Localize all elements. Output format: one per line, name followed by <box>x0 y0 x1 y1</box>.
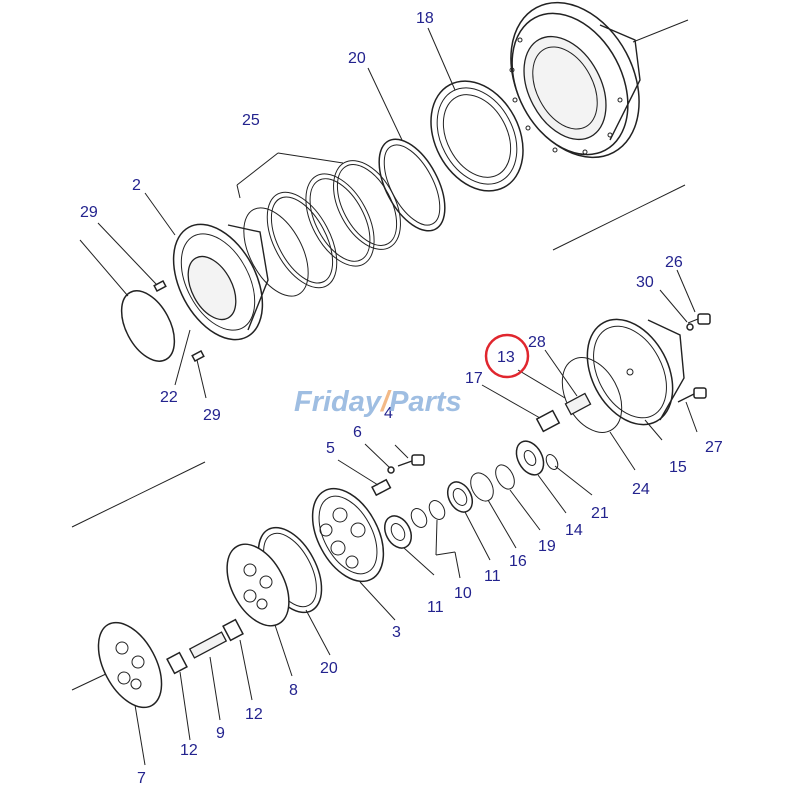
cover-part-15 <box>586 318 685 426</box>
frame-line-bottom <box>71 672 109 691</box>
label-16: 16 <box>509 553 527 570</box>
bolt-part-27 <box>677 387 707 403</box>
watermark-text: Friday/Parts <box>294 386 462 418</box>
washer-part-30 <box>686 323 694 331</box>
label-9: 9 <box>216 725 225 742</box>
label-17: 17 <box>465 370 483 387</box>
label-29-bottom: 29 <box>203 407 221 424</box>
bolt-part-4 <box>397 454 425 467</box>
label-30: 30 <box>636 274 654 291</box>
label-11-right: 11 <box>484 568 501 585</box>
label-10: 10 <box>454 585 472 602</box>
o-ring-part-left <box>120 290 176 362</box>
watermark: Friday/Parts <box>294 386 462 418</box>
label-28: 28 <box>528 334 546 351</box>
label-20-bottom: 20 <box>320 660 338 677</box>
frame-line-top <box>632 19 689 43</box>
needle-bearing-part-12-lower <box>166 651 188 675</box>
carrier-part-2 <box>172 223 269 341</box>
label-5: 5 <box>326 440 335 457</box>
shaft-part-9 <box>188 631 228 659</box>
planet-gear-part-8 <box>226 543 290 627</box>
sun-gear-part-13 <box>535 392 592 433</box>
ring-gear-part-18 <box>430 80 524 192</box>
gear-part-14 <box>515 440 545 476</box>
label-14: 14 <box>565 522 583 539</box>
washer-part-6 <box>387 466 395 474</box>
label-13: 13 <box>497 349 515 366</box>
bearing-part-11-left <box>383 515 413 549</box>
label-26: 26 <box>665 254 683 271</box>
housing-part <box>509 1 641 159</box>
label-12-left: 12 <box>180 742 198 759</box>
label-29-top: 29 <box>80 204 98 221</box>
seal-set-part-25 <box>243 160 401 297</box>
ring-part-21 <box>545 454 559 470</box>
label-8: 8 <box>289 682 298 699</box>
label-20-top: 20 <box>348 50 366 67</box>
label-25: 25 <box>242 112 260 129</box>
label-6: 6 <box>353 424 362 441</box>
bolt-part-26 <box>687 313 711 325</box>
washer-part-10b <box>410 508 428 528</box>
label-2: 2 <box>132 177 141 194</box>
label-21: 21 <box>591 505 609 522</box>
label-4: 4 <box>384 405 393 422</box>
leader-lines <box>79 27 698 766</box>
frame-line-left <box>71 461 206 528</box>
part-number-labels: 18 20 25 2 29 22 29 26 30 28 13 17 15 27… <box>80 10 723 787</box>
label-3: 3 <box>392 624 401 641</box>
ring-part-19 <box>495 464 515 490</box>
gear-part-7 <box>97 621 163 709</box>
pin-part-5 <box>371 478 392 497</box>
label-18: 18 <box>416 10 434 27</box>
washer-part-10a <box>428 500 446 520</box>
needle-bearing-part-12-upper <box>222 618 244 642</box>
pin-part-29-upper <box>153 279 167 293</box>
label-22: 22 <box>160 389 178 406</box>
carrier-part-3 <box>311 487 385 583</box>
label-24: 24 <box>632 481 650 498</box>
label-12-right: 12 <box>245 706 263 723</box>
label-19: 19 <box>538 538 556 555</box>
label-7: 7 <box>137 770 146 787</box>
highlight-circle <box>484 333 530 379</box>
label-27: 27 <box>705 439 723 456</box>
pin-part-29-lower <box>191 349 205 363</box>
frame-line-right <box>552 184 686 251</box>
ring-part-16 <box>470 472 494 502</box>
label-15: 15 <box>669 459 687 476</box>
label-11-left: 11 <box>427 599 444 616</box>
bearing-part-11-right <box>446 481 474 513</box>
